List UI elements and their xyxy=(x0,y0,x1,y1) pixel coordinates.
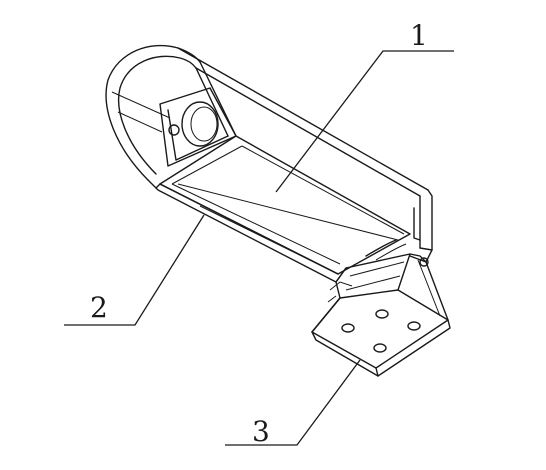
front-window xyxy=(111,87,237,167)
rear-cap xyxy=(365,207,433,263)
bottom-panel xyxy=(159,135,411,275)
leader-2 xyxy=(64,214,205,326)
mounting-bracket xyxy=(311,253,451,377)
leader-3 xyxy=(225,359,361,446)
side-rail xyxy=(147,179,339,283)
leader-lines xyxy=(64,50,454,446)
leader-1 xyxy=(275,50,454,193)
housing-hood xyxy=(105,44,433,251)
callout-3: 3 xyxy=(252,415,270,448)
callout-1: 1 xyxy=(410,19,428,52)
callout-2: 2 xyxy=(90,291,108,324)
